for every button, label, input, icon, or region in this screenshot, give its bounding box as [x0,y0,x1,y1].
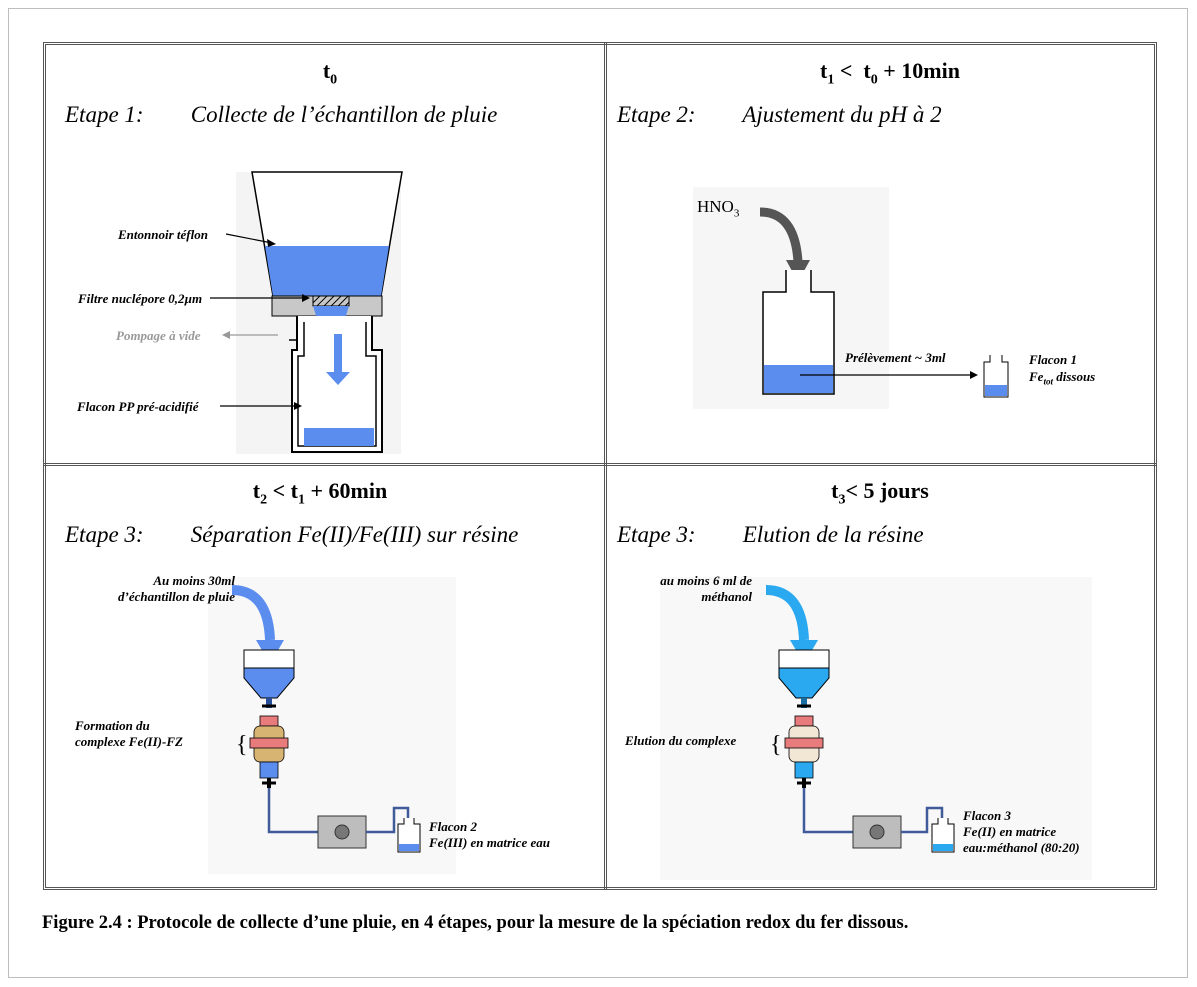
svg-text:{: { [236,732,248,758]
label-input-3: Au moins 30ml d’échantillon de pluie [115,573,235,605]
panel-4-step-title: Elution de la résine [742,522,924,547]
panel-4-step-label: Etape 3: [617,522,696,547]
panel-2-step: Etape 2: Ajustement du pH à 2 [617,102,942,128]
label-sampling: Prélèvement ~ 3ml [845,350,946,365]
reservoir-3 [243,667,295,699]
panel-2-step-title: Ajustement du pH à 2 [742,102,942,127]
label-complex-line1: Formation du [75,718,150,733]
reagent-arrow [759,207,803,263]
label-input-3-line1: Au moins 30ml [153,573,235,588]
label-input-3-line2: d’échantillon de pluie [118,589,235,604]
label-flask-1: Flacon 1 [1029,352,1078,367]
panel-2-time: t1 < t0 + 10min [820,58,960,88]
svg-text:{: { [770,732,782,758]
panel-3-step: Etape 3: Séparation Fe(II)/Fe(III) sur r… [65,522,518,548]
pump-4 [852,815,902,849]
panel-1-step: Etape 1: Collecte de l’échantillon de pl… [65,102,497,128]
figure-caption: Figure 2.4 : Protocole de collecte d’une… [42,913,909,933]
label-pump: Pompage à vide [116,328,201,343]
label-bottle: Flacon PP pré-acidifié [77,399,199,414]
label-flask-2-name: Flacon 2 [429,819,478,834]
panel-3-time: t2 < t1 + 60min [252,478,388,508]
label-flask-1-content: Fetot dissous [1029,369,1096,387]
panel-4-step: Etape 3: Elution de la résine [617,522,924,548]
ph-bottle-water [764,365,833,393]
label-complex-line2: complexe Fe(II)-FZ [75,734,183,749]
figure-frame [8,8,1188,978]
reservoir-4 [778,667,830,699]
label-flask-2-content: Fe(III) en matrice eau [429,835,550,850]
panel-3-step-label: Etape 3: [65,522,144,547]
label-input-4-line2: méthanol [701,589,752,604]
input-arrow-3 [231,585,275,641]
label-complex: Formation du complexe Fe(II)-FZ [75,718,183,750]
panel-3-step-title: Séparation Fe(II)/Fe(III) sur résine [190,522,519,547]
input-arrow-4 [765,585,809,641]
grid-divider-vertical [604,42,607,890]
panel-grid [43,42,1157,890]
label-flask-3-name: Flacon 3 [963,808,1012,823]
panel-1-time: t0 [322,58,338,88]
flask-3 [931,818,955,853]
flow-arrow-head [326,372,350,385]
bottle-water [304,428,374,446]
ph-bottle [762,270,835,395]
label-input-4-line1: au moins 6 ml de [660,573,752,588]
label-input-4: au moins 6 ml de méthanol [632,573,752,605]
label-flask-3-content-line2: eau:méthanol (80:20) [963,840,1080,855]
label-filter: Filtre nuclépore 0,2µm [78,291,203,306]
label-flask-3-content-line1: Fe(II) en matrice [963,824,1057,839]
panel-2-step-label: Etape 2: [617,102,696,127]
flask-2 [397,818,421,853]
grid-divider-horizontal [43,463,1157,466]
label-reagent: HNO3 [697,197,740,220]
flow-arrow-shaft [334,334,342,372]
panel-1-step-label: Etape 1: [65,102,144,127]
panel-4-time: t3< 5 jours [831,478,929,508]
label-flask-2: Flacon 2 Fe(III) en matrice eau [429,819,550,851]
label-elution: Elution du complexe [625,733,737,748]
label-funnel: Entonnoir téflon [118,227,208,242]
funnel-water [265,246,389,296]
label-flask-3: Flacon 3 Fe(II) en matrice eau:méthanol … [963,808,1080,856]
panel-1-step-title: Collecte de l’échantillon de pluie [190,102,498,127]
